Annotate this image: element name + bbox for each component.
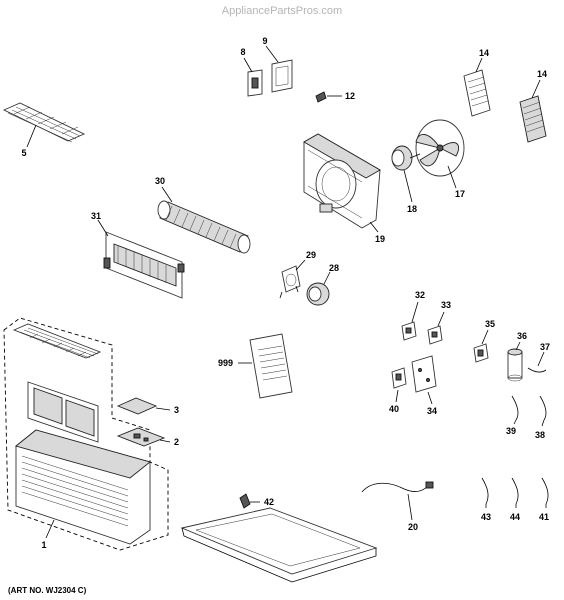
part-18-fan-motor[interactable] bbox=[391, 145, 421, 171]
part-33-switch[interactable] bbox=[427, 325, 443, 345]
label-36: 36 bbox=[517, 331, 527, 341]
art-number: (ART NO. WJ2304 C) bbox=[8, 586, 87, 595]
part-28-blower-motor[interactable] bbox=[306, 282, 330, 306]
part-base-pan[interactable] bbox=[180, 507, 378, 583]
part-41-wire[interactable] bbox=[541, 477, 549, 505]
label-8: 8 bbox=[240, 47, 245, 57]
label-34: 34 bbox=[427, 406, 437, 416]
label-5: 5 bbox=[21, 148, 26, 158]
label-9: 9 bbox=[262, 36, 267, 46]
part-12-screw[interactable] bbox=[315, 91, 327, 103]
label-30: 30 bbox=[155, 176, 165, 186]
part-1-front-cabinet[interactable] bbox=[15, 429, 151, 545]
part-20-power-cord[interactable] bbox=[361, 481, 434, 493]
part-8-bracket[interactable] bbox=[247, 69, 263, 97]
part-32-switch[interactable] bbox=[401, 321, 417, 341]
part-999-manual[interactable] bbox=[249, 333, 293, 399]
part-44-wire[interactable] bbox=[511, 477, 519, 505]
label-31: 31 bbox=[91, 211, 101, 221]
part-3-door[interactable] bbox=[116, 397, 158, 415]
label-999: 999 bbox=[218, 358, 233, 368]
label-41: 41 bbox=[539, 512, 549, 522]
label-33: 33 bbox=[441, 300, 451, 310]
label-3: 3 bbox=[174, 405, 179, 415]
label-1: 1 bbox=[41, 540, 46, 550]
label-19: 19 bbox=[375, 234, 385, 244]
part-14-grille-a[interactable] bbox=[463, 69, 491, 117]
label-39: 39 bbox=[506, 426, 516, 436]
part-40-bracket[interactable] bbox=[391, 367, 407, 389]
part-30-blower-wheel[interactable] bbox=[157, 200, 251, 254]
part-filter-frame[interactable] bbox=[27, 381, 99, 443]
label-17: 17 bbox=[455, 189, 465, 199]
label-14b: 14 bbox=[537, 69, 547, 79]
part-9-bracket[interactable] bbox=[271, 59, 293, 93]
part-29-motor-mount[interactable] bbox=[279, 265, 301, 299]
part-34-control-board[interactable] bbox=[411, 355, 437, 393]
label-28: 28 bbox=[329, 263, 339, 273]
part-front-grille[interactable] bbox=[12, 323, 102, 359]
label-37: 37 bbox=[540, 342, 550, 352]
label-42: 42 bbox=[264, 497, 274, 507]
label-18: 18 bbox=[407, 204, 417, 214]
part-2-control-panel[interactable] bbox=[116, 427, 166, 447]
watermark: AppliancePartsPros.com bbox=[222, 5, 342, 17]
label-38: 38 bbox=[535, 430, 545, 440]
part-43-wire[interactable] bbox=[481, 477, 489, 505]
part-5-filter[interactable] bbox=[2, 102, 86, 143]
part-36-capacitor[interactable] bbox=[507, 348, 523, 382]
label-40: 40 bbox=[389, 404, 399, 414]
label-35: 35 bbox=[485, 319, 495, 329]
part-31-blower-housing[interactable] bbox=[103, 231, 185, 299]
part-35-relay[interactable] bbox=[473, 343, 489, 363]
label-43: 43 bbox=[481, 512, 491, 522]
label-20: 20 bbox=[408, 522, 418, 532]
label-44: 44 bbox=[510, 512, 520, 522]
part-14-grille-b[interactable] bbox=[519, 95, 547, 143]
label-29: 29 bbox=[306, 250, 316, 260]
part-19-shroud[interactable] bbox=[303, 133, 381, 229]
part-39-wire[interactable] bbox=[511, 395, 519, 421]
part-17-fan-blade[interactable] bbox=[415, 119, 465, 177]
part-37-strap[interactable] bbox=[527, 367, 547, 373]
label-2: 2 bbox=[174, 437, 179, 447]
label-32: 32 bbox=[415, 290, 425, 300]
label-12: 12 bbox=[345, 91, 355, 101]
label-14a: 14 bbox=[479, 48, 489, 58]
part-42-clip[interactable] bbox=[239, 493, 251, 509]
part-38-wire[interactable] bbox=[539, 395, 547, 421]
